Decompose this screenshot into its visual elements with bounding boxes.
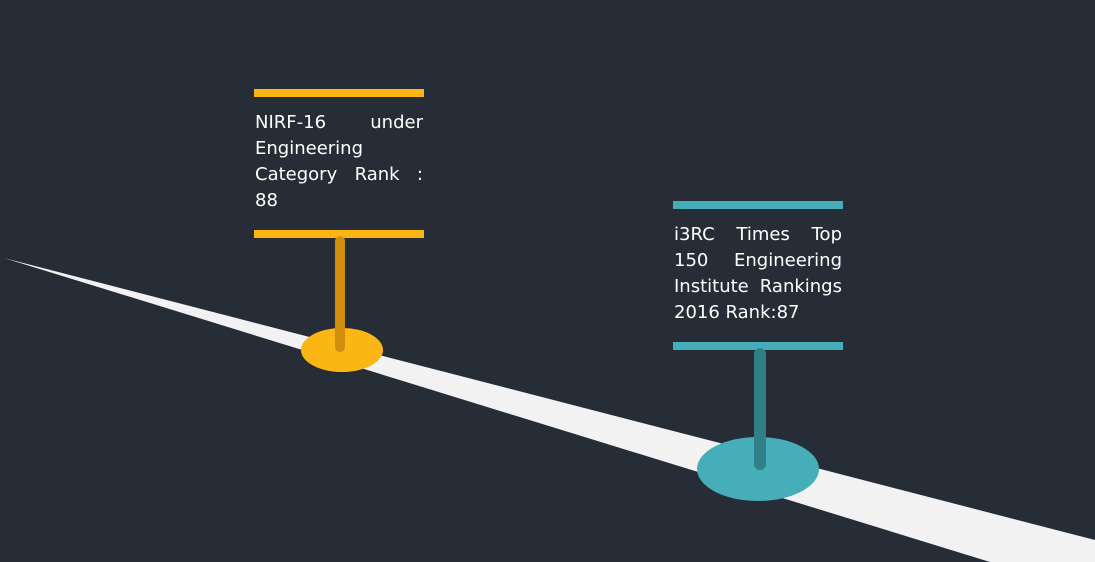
milestone-nirf-line: Category Rank : 88: [255, 164, 423, 211]
milestone-nirf-label: NIRF-16 under Engineering Category Rank …: [255, 110, 423, 214]
milestone-nirf-bottom-bar: [254, 230, 424, 238]
milestone-nirf-line: Engineering: [255, 138, 363, 159]
milestone-i3rc: [673, 201, 843, 501]
milestone-i3rc-bottom-bar: [673, 342, 843, 350]
milestone-i3rc-line: Institute Rankings: [674, 276, 842, 297]
milestone-nirf: [254, 89, 424, 372]
milestone-i3rc-line: 150 Engineering: [674, 250, 842, 271]
milestone-i3rc-pole: [754, 348, 766, 470]
milestone-nirf-pole: [335, 236, 345, 352]
milestone-i3rc-top-bar: [673, 201, 843, 209]
milestone-i3rc-line: 2016 Rank:87: [674, 302, 800, 323]
milestone-nirf-line: NIRF-16 under: [255, 112, 423, 133]
milestone-i3rc-line: i3RC Times Top: [674, 224, 842, 245]
timeline-road: [4, 258, 1095, 562]
milestone-nirf-top-bar: [254, 89, 424, 97]
milestone-i3rc-label: i3RC Times Top 150 Engineering Institute…: [674, 222, 842, 326]
